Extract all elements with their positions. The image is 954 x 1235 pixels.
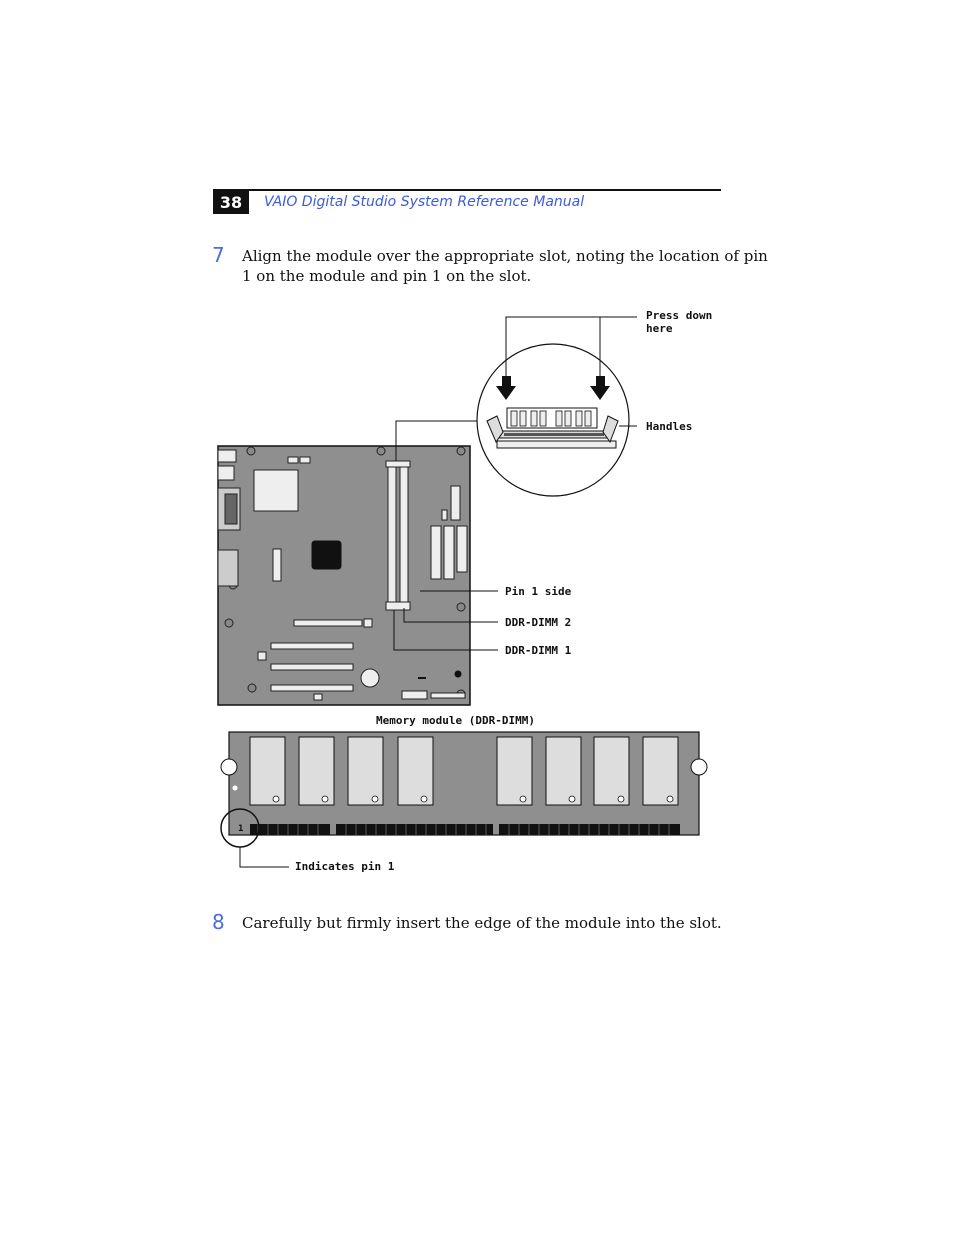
press-down-arrow-right-icon [590,376,610,400]
step-text-8: Carefully but firmly insert the edge of … [242,914,722,932]
step-text-7-line2: 1 on the module and pin 1 on the slot. [242,267,532,285]
label-ddr-dimm-1: DDR-DIMM 1 [505,644,572,657]
slot-closeup [476,343,630,497]
manual-title: VAIO Digital Studio System Reference Man… [264,194,585,210]
press-down-arrow-left-icon [496,376,516,400]
label-memory-module: Memory module (DDR-DIMM) [376,714,535,727]
label-handles: Handles [646,420,692,433]
memory-module-diagram: 1 [220,731,708,848]
motherboard-diagram [217,445,471,706]
label-press-down-here: here [646,322,673,335]
header-rule [213,189,721,191]
label-ddr-dimm-2: DDR-DIMM 2 [505,616,571,629]
step-number-8: 8 [212,910,225,934]
label-press-down: Press down [646,309,712,322]
pin1-marker: 1 [238,824,243,834]
step-number-7: 7 [212,243,225,267]
step-text-7-line1: Align the module over the appropriate sl… [242,247,768,265]
label-pin1-side: Pin 1 side [505,585,572,598]
page-number: 38 [213,191,249,214]
label-indicates-pin1: Indicates pin 1 [295,860,395,873]
